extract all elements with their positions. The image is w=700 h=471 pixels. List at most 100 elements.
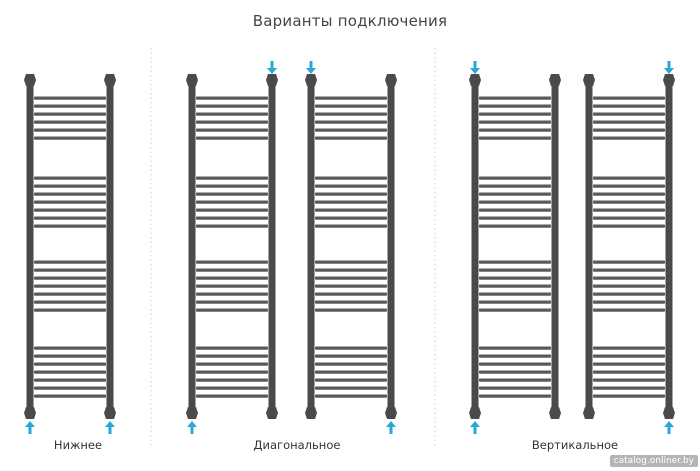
radiator-diagonal-connection-2-bar: [315, 300, 387, 304]
radiator-bottom-connection-cap-bottom-left: [24, 407, 36, 419]
radiator-vertical-connection-2-rail-left: [585, 86, 593, 407]
radiator-bottom-connection-bar: [34, 268, 106, 272]
radiator-vertical-connection-1-bar: [479, 268, 551, 272]
radiator-vertical-connection-2-bar: [593, 284, 665, 288]
radiator-vertical-connection-2-bar: [593, 192, 665, 196]
radiator-vertical-connection-1-bar: [479, 260, 551, 264]
radiator-diagonal-connection-2-bar: [315, 276, 387, 280]
radiator-bottom-connection-bar: [34, 284, 106, 288]
radiator-vertical-connection-1-bar: [479, 370, 551, 374]
radiator-vertical-connection-2-bar: [593, 308, 665, 312]
radiator-diagonal-connection-1-bar: [196, 276, 268, 280]
radiator-vertical-connection-1-cap-bottom-left: [469, 407, 481, 419]
radiator-diagonal-connection-1-rail-left: [188, 86, 196, 407]
radiator-diagonal-connection-1-bar: [196, 136, 268, 140]
radiator-vertical-connection-1-bar: [479, 308, 551, 312]
radiator-diagonal-connection-1-bar: [196, 120, 268, 124]
radiator-vertical-connection-2-bar: [593, 216, 665, 220]
arrow-down-icon: [664, 61, 674, 74]
radiator-vertical-connection-2-bar: [593, 136, 665, 140]
radiator-vertical-connection-1-bar: [479, 216, 551, 220]
radiator-diagonal-connection-2-bar: [315, 394, 387, 398]
radiator-diagonal-connection-2-bar: [315, 346, 387, 350]
radiator-bottom-connection-bar: [34, 224, 106, 228]
radiator-bottom-connection-cap-top-right: [104, 74, 116, 86]
radiator-bottom-connection-bar: [34, 346, 106, 350]
radiator-bottom-connection-bar: [34, 308, 106, 312]
radiator-diagonal-connection-2-bar: [315, 354, 387, 358]
radiator-vertical-connection-1-bar: [479, 292, 551, 296]
radiator-diagonal-connection-1-bar: [196, 192, 268, 196]
radiator-diagonal-connection-1-cap-top-left: [186, 74, 198, 86]
arrow-down-icon: [267, 61, 277, 74]
radiator-vertical-connection-2-bar: [593, 224, 665, 228]
radiator-bottom-connection-bar: [34, 128, 106, 132]
radiator-vertical-connection-2-bar: [593, 370, 665, 374]
radiator-vertical-connection-1-bar: [479, 200, 551, 204]
radiator-diagonal-connection-1-bar: [196, 354, 268, 358]
radiator-bottom-connection-bar: [34, 192, 106, 196]
radiator-diagonal-connection-2-bar: [315, 208, 387, 212]
radiator-diagonal-connection-2-bar: [315, 184, 387, 188]
radiator-bottom-connection-rail-left: [26, 86, 34, 407]
radiator-bottom-connection-bar: [34, 354, 106, 358]
radiator-vertical-connection-2-bar: [593, 386, 665, 390]
radiator-bottom-connection-bar: [34, 260, 106, 264]
radiator-bottom-connection-bar: [34, 386, 106, 390]
radiator-diagonal-connection-1-bar: [196, 112, 268, 116]
radiator-vertical-connection-2-bar: [593, 96, 665, 100]
radiator-diagonal-connection-1-bar: [196, 394, 268, 398]
radiator-diagonal-connection-2-bar: [315, 308, 387, 312]
page-title: Варианты подключения: [252, 12, 448, 30]
radiator-diagonal-connection-2-bar: [315, 260, 387, 264]
radiator-diagonal-connection-1-bar: [196, 378, 268, 382]
radiator-vertical-connection-1-bar: [479, 394, 551, 398]
radiator-vertical-connection-2-bar: [593, 208, 665, 212]
radiator-vertical-connection-1-bar: [479, 96, 551, 100]
radiator-diagonal-connection-2-bar: [315, 96, 387, 100]
radiator-bottom-connection-bar: [34, 300, 106, 304]
radiator-diagonal-connection-2-bar: [315, 378, 387, 382]
radiator-vertical-connection-2-bar: [593, 120, 665, 124]
radiator-bottom-connection-bar: [34, 362, 106, 366]
radiator-vertical-connection-1-bar: [479, 284, 551, 288]
radiator-vertical-connection-1-bar: [479, 224, 551, 228]
radiator-diagonal-connection-1-bar: [196, 200, 268, 204]
radiator-vertical-connection-1-bar: [479, 276, 551, 280]
radiator-vertical-connection-2-bar: [593, 378, 665, 382]
radiator-bottom-connection-bar: [34, 292, 106, 296]
radiator-vertical-connection-2-bar: [593, 354, 665, 358]
radiator-diagonal-connection-2-cap-top-right: [385, 74, 397, 86]
radiator-vertical-connection-2-rail-right: [665, 86, 673, 407]
radiator-diagonal-connection-1-cap-bottom-right: [266, 407, 278, 419]
radiator-diagonal-connection-2-bar: [315, 136, 387, 140]
radiator-bottom-connection-bar: [34, 104, 106, 108]
radiator-diagonal-connection-1-cap-bottom-left: [186, 407, 198, 419]
radiator-diagonal-connection-2-bar: [315, 176, 387, 180]
radiator-vertical-connection-1-bar: [479, 120, 551, 124]
radiator-vertical-connection-2-bar: [593, 346, 665, 350]
radiator-vertical-connection-1-bar: [479, 112, 551, 116]
radiator-diagonal-connection-2-bar: [315, 370, 387, 374]
radiator-vertical-connection-2-bar: [593, 300, 665, 304]
arrow-up-icon: [664, 421, 674, 434]
radiator-diagonal-connection-1-bar: [196, 176, 268, 180]
radiator-vertical-connection-1-bar: [479, 386, 551, 390]
radiator-diagonal-connection-2-bar: [315, 104, 387, 108]
arrow-up-icon: [470, 421, 480, 434]
radiator-vertical-connection-2-bar: [593, 128, 665, 132]
watermark: catalog.onliner.by: [609, 455, 698, 467]
radiator-diagonal-connection-1-bar: [196, 370, 268, 374]
radiator-vertical-connection-1-bar: [479, 104, 551, 108]
radiator-diagonal-connection-1-bar: [196, 184, 268, 188]
arrow-up-icon: [187, 421, 197, 434]
radiator-diagonal-connection-2-bar: [315, 120, 387, 124]
radiator-bottom-connection-bar: [34, 200, 106, 204]
radiator-diagonal-connection-2-bar: [315, 216, 387, 220]
radiator-bottom-connection-bar: [34, 370, 106, 374]
radiator-vertical-connection-2-bar: [593, 260, 665, 264]
radiator-diagonal-connection-1-bar: [196, 362, 268, 366]
radiator-bottom-connection-rail-right: [106, 86, 114, 407]
radiator-vertical-connection-1-bar: [479, 184, 551, 188]
radiator-diagonal-connection-2-bar: [315, 128, 387, 132]
